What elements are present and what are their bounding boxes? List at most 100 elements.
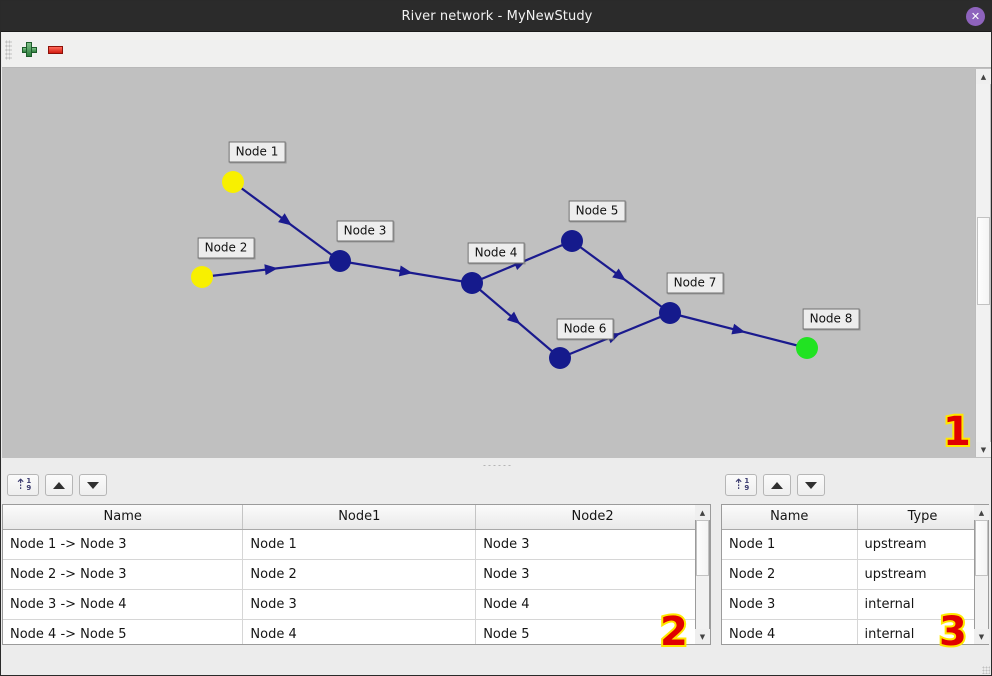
graph-node-node-5[interactable] bbox=[561, 230, 583, 252]
table-cell[interactable]: internal bbox=[857, 589, 988, 620]
title-bar: River network - MyNewStudy ✕ bbox=[1, 1, 991, 32]
table-cell[interactable]: Node 3 bbox=[722, 589, 858, 620]
close-icon[interactable]: ✕ bbox=[966, 7, 985, 26]
table-cell[interactable]: Node 2 -> Node 3 bbox=[3, 559, 244, 590]
nodes-move-down-button[interactable] bbox=[797, 474, 825, 496]
plus-icon bbox=[21, 42, 37, 57]
nodes-vscroll-thumb[interactable] bbox=[975, 520, 988, 576]
arrow-up-icon bbox=[53, 481, 65, 489]
arrow-down-icon bbox=[87, 481, 99, 489]
table-cell[interactable]: Node 1 bbox=[722, 529, 858, 560]
column-header-node2[interactable]: Node2 bbox=[475, 505, 710, 530]
graph-node-node-8[interactable] bbox=[796, 337, 818, 359]
column-header-name[interactable]: Name bbox=[3, 505, 244, 530]
links-scroll-down-icon[interactable]: ▼ bbox=[695, 629, 710, 644]
graph-node-label-node-3[interactable]: Node 3 bbox=[336, 220, 394, 242]
column-header-node1[interactable]: Node1 bbox=[242, 505, 477, 530]
graph-edge-arrow-icon bbox=[506, 311, 521, 325]
table-cell[interactable]: Node 3 bbox=[242, 589, 477, 620]
table-cell[interactable]: Node 3 bbox=[475, 529, 710, 560]
nodes-move-up-button[interactable] bbox=[763, 474, 791, 496]
nodes-scroll-up-icon[interactable]: ▲ bbox=[974, 505, 989, 520]
graph-edge-arrow-icon bbox=[731, 323, 746, 335]
graph-scroll-down-icon[interactable]: ▼ bbox=[976, 442, 991, 457]
graph-node-node-6[interactable] bbox=[549, 347, 571, 369]
table-cell[interactable]: Node 3 -> Node 4 bbox=[3, 589, 244, 620]
graph-edge-arrow-icon bbox=[612, 268, 626, 281]
graph-node-label-node-5[interactable]: Node 5 bbox=[568, 200, 626, 222]
table-cell[interactable]: Node 2 bbox=[722, 559, 858, 590]
nodes-vertical-scrollbar[interactable]: ▲ ▼ bbox=[974, 504, 989, 645]
panel-splitter[interactable] bbox=[2, 460, 991, 470]
graph-vertical-scrollbar[interactable]: ▲ ▼ bbox=[975, 69, 991, 457]
graph-node-node-7[interactable] bbox=[659, 302, 681, 324]
graph-node-label-node-1[interactable]: Node 1 bbox=[228, 141, 286, 163]
table-cell[interactable]: internal bbox=[857, 619, 988, 644]
remove-node-button[interactable] bbox=[42, 37, 68, 63]
graph-edge-arrow-icon bbox=[398, 265, 413, 277]
table-cell[interactable]: Node 5 bbox=[475, 619, 710, 644]
column-header-name[interactable]: Name bbox=[722, 505, 858, 530]
links-vscroll-thumb[interactable] bbox=[696, 520, 709, 576]
graph-node-node-1[interactable] bbox=[222, 171, 244, 193]
column-header-type[interactable]: Type bbox=[857, 505, 988, 530]
graph-vscroll-thumb[interactable] bbox=[977, 217, 990, 305]
table-cell[interactable]: Node 4 bbox=[475, 589, 710, 620]
table-cell[interactable]: Node 3 bbox=[475, 559, 710, 590]
links-move-up-button[interactable] bbox=[45, 474, 73, 496]
network-graph-panel[interactable]: Node 1 Node 2 Node 3 Node 4 Node 5 Node 6 Node… bbox=[2, 68, 991, 458]
add-node-button[interactable] bbox=[16, 37, 42, 63]
graph-node-label-node-7[interactable]: Node 7 bbox=[666, 272, 724, 294]
graph-node-node-2[interactable] bbox=[191, 266, 213, 288]
nodes-scroll-down-icon[interactable]: ▼ bbox=[974, 629, 989, 644]
table-cell[interactable]: Node 4 -> Node 5 bbox=[3, 619, 244, 644]
graph-node-label-node-6[interactable]: Node 6 bbox=[556, 318, 614, 340]
graph-scroll-up-icon[interactable]: ▲ bbox=[976, 69, 991, 84]
graph-node-label-node-4[interactable]: Node 4 bbox=[467, 242, 525, 264]
links-vertical-scrollbar[interactable]: ▲ ▼ bbox=[695, 504, 710, 645]
graph-node-node-3[interactable] bbox=[329, 250, 351, 272]
table-cell[interactable]: upstream bbox=[857, 559, 988, 590]
table-cell[interactable]: Node 2 bbox=[242, 559, 477, 590]
table-cell[interactable]: Node 4 bbox=[242, 619, 477, 644]
graph-node-label-node-2[interactable]: Node 2 bbox=[197, 237, 255, 259]
table-cell[interactable]: Node 1 -> Node 3 bbox=[3, 529, 244, 560]
table-cell[interactable]: upstream bbox=[857, 529, 988, 560]
graph-edge-arrow-icon bbox=[264, 264, 278, 276]
links-move-down-button[interactable] bbox=[79, 474, 107, 496]
network-graph-canvas[interactable]: Node 1 Node 2 Node 3 Node 4 Node 5 Node 6 Node… bbox=[2, 68, 976, 442]
graph-node-label-node-8[interactable]: Node 8 bbox=[802, 308, 860, 330]
toolbar-drag-handle[interactable] bbox=[5, 39, 12, 60]
table-cell[interactable]: Node 4 bbox=[722, 619, 858, 644]
resize-grip-icon[interactable] bbox=[982, 666, 990, 674]
table-cell[interactable]: Node 1 bbox=[242, 529, 477, 560]
main-toolbar bbox=[2, 32, 991, 68]
graph-node-node-4[interactable] bbox=[461, 272, 483, 294]
window-title: River network - MyNewStudy bbox=[401, 8, 593, 24]
arrow-down-icon bbox=[805, 481, 817, 489]
links-scroll-up-icon[interactable]: ▲ bbox=[695, 505, 710, 520]
